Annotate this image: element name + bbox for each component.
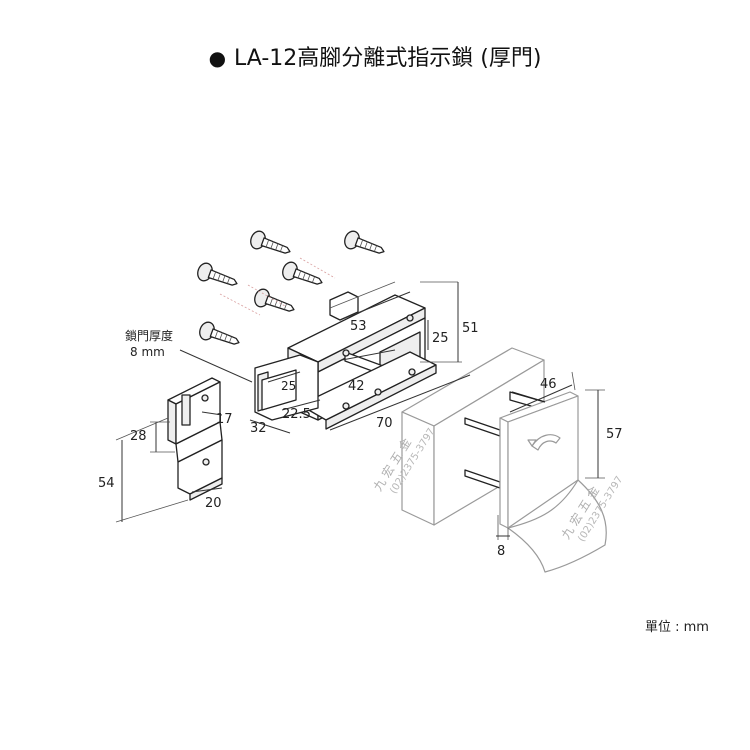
screw-icon xyxy=(250,230,291,254)
dim-22-5: 22.5 xyxy=(282,407,311,422)
bullet-icon: ● xyxy=(208,46,227,70)
lock-body-icon xyxy=(254,291,437,430)
screws xyxy=(197,230,385,345)
dim-25-top: 25 xyxy=(432,331,449,346)
dim-46: 46 xyxy=(540,377,557,392)
dimension-lines xyxy=(115,281,605,540)
door-thickness-value: 8 mm xyxy=(130,345,165,359)
dim-42: 42 xyxy=(348,379,365,394)
dim-51: 51 xyxy=(462,321,479,336)
dim-53: 53 xyxy=(350,319,367,334)
dim-28: 28 xyxy=(130,429,147,444)
dim-32: 32 xyxy=(250,421,267,436)
screw-icon xyxy=(344,230,385,254)
unit-label: 單位 : mm xyxy=(645,620,709,635)
dim-8: 8 xyxy=(497,544,505,559)
title-text: LA-12高腳分離式指示鎖 (厚門) xyxy=(234,46,542,71)
page-title: ● LA-12高腳分離式指示鎖 (厚門) xyxy=(0,40,750,72)
dim-70: 70 xyxy=(376,416,393,431)
dim-20: 20 xyxy=(205,496,222,511)
dim-17: 17 xyxy=(216,412,233,427)
dim-54: 54 xyxy=(98,476,115,491)
dim-25-inner: 25 xyxy=(281,379,296,393)
z-bracket-icon xyxy=(167,377,223,501)
screw-icon xyxy=(282,261,323,285)
dim-57: 57 xyxy=(606,427,623,442)
screw-icon xyxy=(199,321,240,345)
screw-icon xyxy=(197,262,238,286)
screw-icon xyxy=(254,288,295,312)
indicator-plate-icon xyxy=(499,391,607,573)
door-thickness-label: 鎖門厚度 xyxy=(125,328,173,343)
